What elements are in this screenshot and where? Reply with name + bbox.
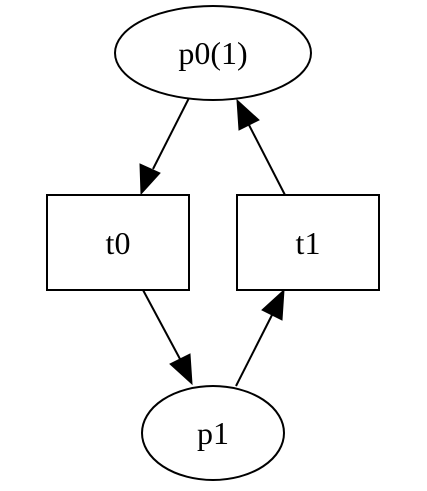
edge-t0-to-p1 — [142, 289, 193, 386]
place-p0-label: p0(1) — [178, 35, 247, 71]
transition-t1-box — [236, 194, 380, 291]
place-p0: p0(1) — [114, 5, 312, 101]
place-p0-ellipse — [114, 5, 312, 101]
edge-p0-to-t0 — [139, 97, 190, 196]
place-p1-label: p1 — [197, 415, 229, 451]
edge-t1-to-p0 — [236, 98, 286, 196]
transition-t0: t0 — [46, 194, 190, 291]
edge-p1-to-t1 — [235, 288, 285, 387]
transition-t0-label: t0 — [106, 225, 131, 261]
edges-group — [139, 97, 286, 387]
transition-t0-box — [46, 194, 190, 291]
transition-t1-label: t1 — [296, 225, 321, 261]
place-p1-ellipse — [141, 385, 285, 481]
transition-t1: t1 — [236, 194, 380, 291]
place-p1: p1 — [141, 385, 285, 481]
